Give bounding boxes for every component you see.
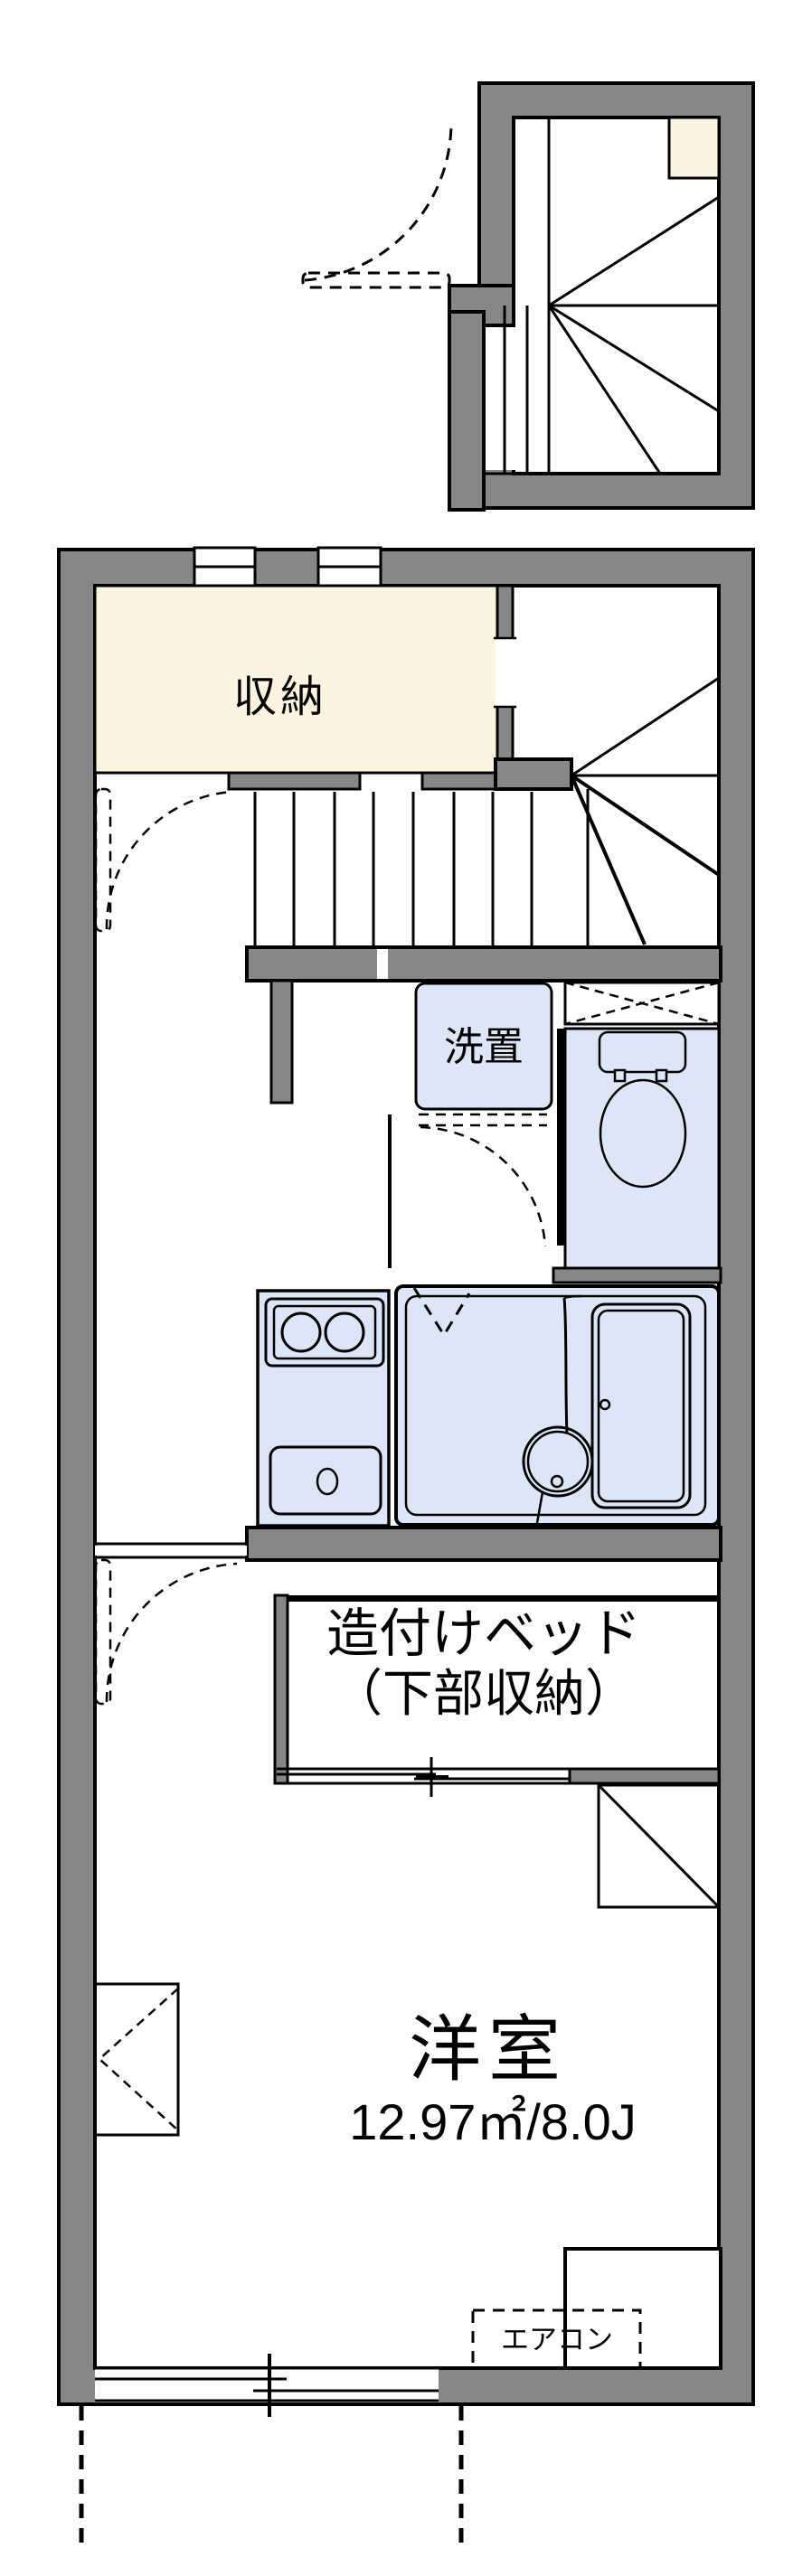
bathtub-inner bbox=[597, 1309, 685, 1503]
toilet-room bbox=[552, 981, 722, 1284]
storage-room-label: 収納 bbox=[233, 673, 327, 721]
threshold-opening bbox=[95, 1546, 247, 1556]
bathroom-floor bbox=[394, 1284, 721, 1527]
stair-winder-ray bbox=[571, 676, 720, 777]
bed-front-wall bbox=[568, 1767, 721, 1785]
laundry-label: 洗置 bbox=[444, 1025, 524, 1069]
bed-top-wall bbox=[245, 1526, 722, 1562]
stair-bottom-wall-gap bbox=[377, 949, 388, 979]
bed-left-edge bbox=[273, 1594, 289, 1785]
bottom-sliding-window bbox=[95, 2354, 439, 2417]
stair-winder-ray bbox=[548, 304, 720, 413]
built-in-bed: 造付けベッド （下部収納） bbox=[94, 1526, 722, 1909]
bed-top-edge bbox=[275, 1595, 719, 1602]
bed-sliding-doors bbox=[277, 1757, 570, 1797]
kitchen-unit bbox=[256, 1289, 391, 1528]
air-conditioner-label: エアコン bbox=[501, 2324, 613, 2355]
western-room: 洋室 12.97㎡/8.0J エアコン bbox=[79, 1982, 722, 2547]
bathroom-door-fold-dashes bbox=[412, 1287, 471, 1338]
storage-right-wall-upper bbox=[496, 584, 515, 642]
stove-burner bbox=[280, 1312, 322, 1353]
room-door-leaf bbox=[94, 1558, 112, 1706]
bathroom bbox=[394, 1284, 721, 1527]
storage-door-leaf bbox=[94, 787, 112, 933]
kitchen-counter bbox=[256, 1289, 391, 1528]
laundry-machine-pad bbox=[414, 982, 553, 1111]
storage-bottom-wall-left bbox=[227, 771, 362, 791]
upper-landing-closet bbox=[667, 116, 721, 180]
upper-stair-floor-notch bbox=[486, 327, 515, 470]
western-room-label: 洋室 bbox=[409, 2009, 568, 2090]
storage-bottom-wall-right bbox=[420, 771, 497, 791]
basin-drain bbox=[550, 1474, 564, 1489]
washroom-door-swing-arc bbox=[420, 1125, 547, 1247]
top-window-right bbox=[316, 546, 382, 589]
entry-door-leaf bbox=[301, 271, 451, 289]
sink-drain bbox=[316, 1467, 339, 1496]
laundry-space: 洗置 bbox=[388, 982, 553, 1268]
room-door-swing-arc bbox=[105, 1562, 238, 1703]
top-window-left bbox=[193, 546, 257, 589]
air-conditioner: エアコン bbox=[471, 2308, 642, 2370]
wash-basin-inner bbox=[526, 1430, 590, 1493]
stair-winder-ray bbox=[548, 195, 720, 307]
stove-burner bbox=[324, 1312, 365, 1353]
upper-stair-block bbox=[301, 81, 755, 512]
entry-door-swing-arc bbox=[304, 121, 453, 282]
storage-door-swing-arc bbox=[105, 790, 232, 930]
bathtub-faucet-dot bbox=[599, 1398, 611, 1411]
toilet-shelf-box bbox=[563, 981, 721, 1026]
kitchen-sink bbox=[269, 1445, 382, 1516]
stove-panel bbox=[272, 1304, 377, 1360]
stair-winder-ray bbox=[570, 774, 721, 877]
western-room-area: 12.97㎡/8.0J bbox=[349, 2093, 637, 2150]
wash-basin bbox=[522, 1425, 594, 1498]
left-window bbox=[93, 1982, 180, 2137]
corner-counter bbox=[563, 2247, 722, 2370]
stair-center-block bbox=[494, 757, 573, 791]
basin-edge-line bbox=[535, 1491, 544, 1524]
stair-side-window bbox=[494, 636, 516, 709]
stair-winder-ray bbox=[547, 305, 662, 475]
shelf-square bbox=[597, 1783, 721, 1909]
bathtub bbox=[590, 1302, 692, 1509]
toilet-shelf-cross bbox=[564, 981, 720, 1026]
stairwell bbox=[245, 636, 722, 1105]
bed-label-line1: 造付けベッド bbox=[326, 1604, 641, 1663]
stair-bottom-wall bbox=[245, 945, 722, 982]
bathroom-inner-line bbox=[404, 1294, 707, 1517]
stair-winder-ray bbox=[570, 775, 647, 945]
toilet-bottom-wall bbox=[552, 1266, 722, 1284]
bathroom-divider-hook bbox=[563, 1294, 581, 1300]
corridor-stub-wall bbox=[269, 979, 294, 1105]
storage-room: 収納 bbox=[93, 584, 515, 933]
upper-stair-wall-lower-left bbox=[448, 310, 486, 512]
bathroom-divider-line bbox=[562, 1297, 569, 1434]
stove-outline bbox=[264, 1297, 385, 1368]
bed-label-line2: （下部収納） bbox=[332, 1665, 636, 1722]
toilet-left-wall bbox=[557, 1029, 565, 1246]
main-block: 収納 bbox=[57, 546, 755, 2547]
toilet-fixture bbox=[598, 1030, 687, 1189]
